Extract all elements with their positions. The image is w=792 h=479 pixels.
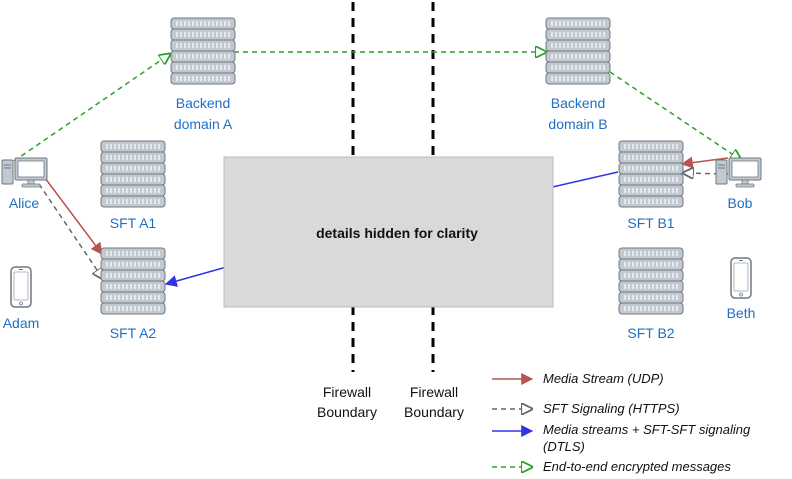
firewall-left-label-line1: Firewall [323,384,371,400]
legend-media-label: Media Stream (UDP) [543,371,664,386]
alice-desktop-computer-icon [1,157,48,188]
sft-a1-server-icon [100,140,166,208]
backend-a-label-line2: domain A [174,116,233,132]
alice-label: Alice [9,195,40,211]
legend-dtls-label-line1: Media streams + SFT-SFT signaling [543,422,751,437]
legend-e2e-label: End-to-end encrypted messages [543,459,731,474]
beth-smartphone-icon [730,257,752,299]
hidden-details-box [223,156,554,308]
sft-b1-label: SFT B1 [627,215,674,231]
firewall-right-label-line2: Boundary [404,404,464,420]
e2e-connections [13,52,741,161]
legend-signaling-label: SFT Signaling (HTTPS) [543,401,680,416]
media-stream-connections [44,156,729,255]
beth-label: Beth [727,305,756,321]
bob-label: Bob [728,195,753,211]
adam-label: Adam [3,315,40,331]
backend-a-label-line1: Backend [176,95,230,111]
sft-b1-server-icon [618,140,684,208]
sft-a2-label: SFT A2 [110,325,157,341]
sft-signaling-connections [38,173,729,279]
backend-b-server-icon [545,17,611,85]
sft-b2-label: SFT B2 [627,325,674,341]
firewall-left-label-line2: Boundary [317,404,377,420]
legend-dtls-label-line2: (DTLS) [543,439,585,454]
firewall-right-label-line1: Firewall [410,384,458,400]
sft-b2-server-icon [618,247,684,315]
sft-a2-server-icon [100,247,166,315]
bob-desktop-computer-icon [715,157,762,188]
backend-b-label-line2: domain B [548,116,607,132]
adam-smartphone-icon [10,266,32,308]
hidden-details-text: details hidden for clarity [316,225,478,241]
legend: Media Stream (UDP) SFT Signaling (HTTPS)… [492,371,751,474]
backend-b-label-line1: Backend [551,95,605,111]
dtls-connections [164,171,619,287]
backend-a-server-icon [170,17,236,85]
sft-a1-label: SFT A1 [110,215,157,231]
